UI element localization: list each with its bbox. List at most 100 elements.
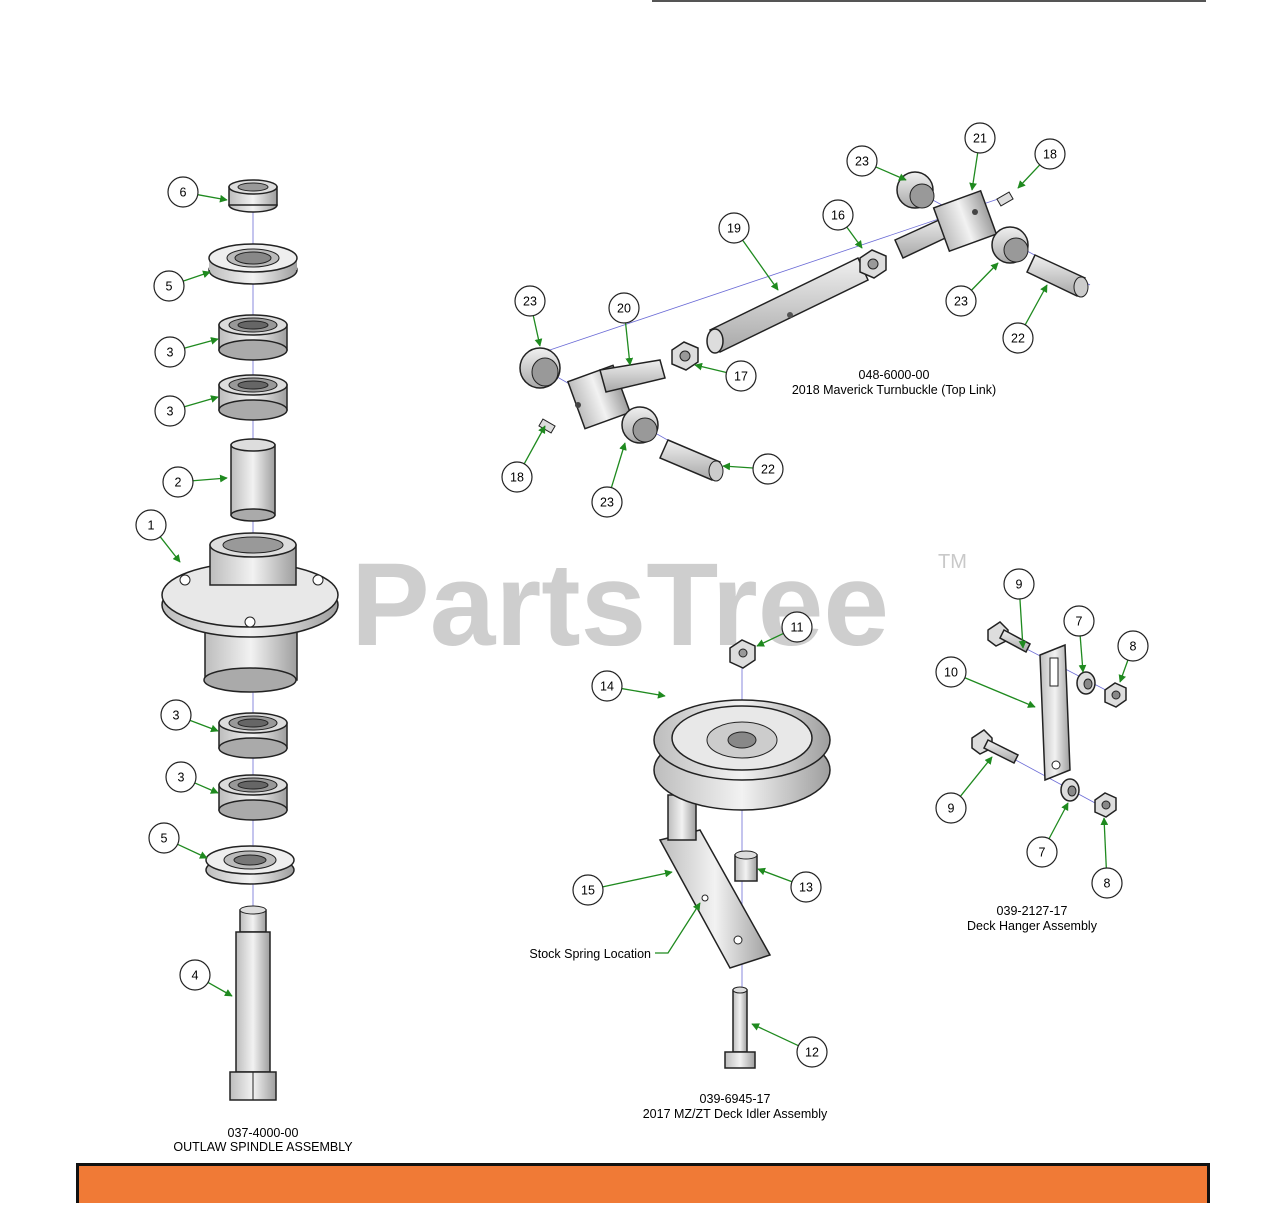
callout-leader (846, 226, 863, 249)
hanger-name: Deck Hanger Assembly (967, 919, 1098, 933)
callout-circle (572, 874, 604, 906)
callout-leader (602, 869, 673, 888)
callout-leader (742, 239, 779, 291)
callout-leader (189, 719, 219, 733)
callout-16: 16 (822, 199, 863, 249)
part-sleeve-22-upper (1026, 254, 1089, 298)
callout-15: 15 (572, 869, 673, 906)
caption-turnbuckle: 048-6000-00 2018 Maverick Turnbuckle (To… (792, 368, 996, 397)
callout-circle (1091, 867, 1123, 899)
spindle-name: OUTLAW SPINDLE ASSEMBLY (173, 1140, 353, 1154)
callout-3: 3 (160, 699, 219, 733)
callout-leader (751, 1023, 799, 1047)
callout-leader (757, 867, 793, 883)
callout-23: 23 (846, 145, 907, 181)
callout-circle (179, 959, 211, 991)
callout-circle (1003, 568, 1035, 600)
spindle-part-number: 037-4000-00 (228, 1126, 299, 1140)
callout-leader (192, 474, 228, 483)
callout-23: 23 (945, 262, 999, 317)
callout-5: 5 (153, 270, 211, 302)
callout-7: 7 (1026, 802, 1069, 868)
callout-number: 15 (581, 884, 595, 898)
part-nut-17 (671, 341, 699, 371)
callout-circle (796, 1036, 828, 1068)
part-bearing-3d (218, 774, 288, 821)
callout-circle (154, 395, 186, 427)
callout-number: 23 (855, 155, 869, 169)
callout-leader (875, 166, 907, 181)
callout-1: 1 (135, 509, 181, 563)
callout-number: 9 (948, 802, 955, 816)
callout-leader (959, 756, 993, 797)
callout-11: 11 (756, 611, 813, 647)
hanger-part-number: 039-2127-17 (997, 904, 1068, 918)
callout-number: 6 (180, 186, 187, 200)
part-washer-7-top (1076, 671, 1096, 695)
callout-4: 4 (179, 959, 233, 997)
callout-18: 18 (501, 425, 546, 493)
part-spacer-6 (228, 179, 278, 213)
callout-circle (1063, 605, 1095, 637)
part-bearing-3a (218, 314, 288, 361)
callout-circle (1026, 836, 1058, 868)
idler-assembly (653, 639, 831, 1069)
part-spacer-tube-2 (230, 438, 276, 522)
callout-circle (822, 199, 854, 231)
callout-3: 3 (154, 395, 219, 427)
part-spindle-shaft-4 (229, 905, 277, 1101)
callout-circle (148, 822, 180, 854)
part-tee-21 (894, 189, 998, 260)
callout-8: 8 (1091, 817, 1123, 899)
callout-circle (501, 461, 533, 493)
callout-9: 9 (1003, 568, 1035, 649)
part-sleeve-22-lower (659, 439, 724, 482)
part-bearing-3c (218, 712, 288, 759)
callout-circle (935, 656, 967, 688)
callout-leader (207, 981, 233, 997)
callout-number: 21 (973, 132, 987, 146)
callout-leader (1017, 164, 1041, 189)
callout-circle (160, 699, 192, 731)
part-bearing-3b (218, 374, 288, 421)
callout-number: 18 (510, 471, 524, 485)
callout-number: 10 (944, 666, 958, 680)
callout-leader (523, 425, 546, 465)
callout-number: 16 (831, 209, 845, 223)
callout-leader (1078, 635, 1087, 673)
callout-number: 22 (1011, 332, 1025, 346)
part-bolt-9-top (987, 621, 1031, 654)
part-bushing-23-left (519, 347, 561, 389)
callout-number: 22 (761, 463, 775, 477)
caption-hanger: 039-2127-17 Deck Hanger Assembly (967, 904, 1098, 933)
part-tee-20 (566, 359, 666, 430)
callout-circle (964, 122, 996, 154)
callout-8: 8 (1117, 630, 1149, 683)
callout-circle (162, 466, 194, 498)
callout-circle (153, 270, 185, 302)
header-rule (652, 0, 1206, 2)
callout-leader (1018, 598, 1027, 649)
callout-leader (194, 782, 219, 794)
callout-19: 19 (718, 212, 779, 291)
callout-number: 23 (954, 295, 968, 309)
callout-leader (184, 337, 219, 349)
callout-23: 23 (514, 285, 546, 347)
callout-6: 6 (167, 176, 228, 208)
callout-leader (1118, 659, 1129, 683)
callout-circle (165, 761, 197, 793)
callout-21: 21 (964, 122, 996, 191)
part-bushing-23-top (896, 171, 935, 209)
turnbuckle-assembly (519, 171, 1091, 482)
callout-circle (1117, 630, 1149, 662)
callout-circle (781, 611, 813, 643)
idler-part-number: 039-6945-17 (700, 1092, 771, 1106)
callout-number: 8 (1104, 877, 1111, 891)
watermark-brand: PartsTree (351, 539, 889, 671)
part-bearing-cap-5-top (208, 243, 298, 285)
turnbuckle-name: 2018 Maverick Turnbuckle (Top Link) (792, 383, 996, 397)
callout-13: 13 (757, 867, 822, 903)
part-spindle-housing-1 (161, 532, 339, 693)
callout-number: 23 (523, 295, 537, 309)
